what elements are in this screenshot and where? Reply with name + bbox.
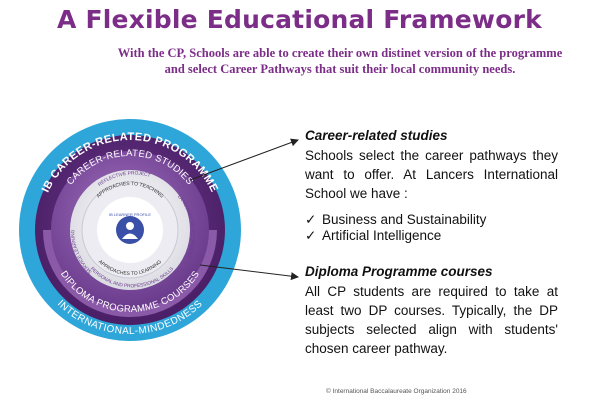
dp-courses-heading: Diploma Programme courses xyxy=(305,264,493,279)
list-item: ✓ Artificial Intelligence xyxy=(305,228,558,244)
learner-profile-label: IB LEARNER PROFILE xyxy=(109,212,151,217)
copyright-notice: © International Baccalaureate Organizati… xyxy=(326,388,467,395)
subtitle-line-1: With the CP, Schools are able to create … xyxy=(117,46,563,60)
subtitle-line-2: and select Career Pathways that suit the… xyxy=(164,62,516,76)
dp-courses-panel: Diploma Programme courses All CP student… xyxy=(305,264,558,358)
page-title: A Flexible Educational Framework xyxy=(57,5,542,34)
pathway-ai: Artificial Intelligence xyxy=(322,228,442,243)
career-studies-panel: Career-related studies Schools select th… xyxy=(305,128,558,244)
subtitle: With the CP, Schools are able to create … xyxy=(90,45,590,77)
career-studies-heading: Career-related studies xyxy=(305,128,448,143)
list-item: ✓ Business and Sustainability xyxy=(305,212,558,228)
dp-courses-text: All CP students are required to take at … xyxy=(305,284,558,356)
cp-framework-diagram: IB CAREER-RELATED PROGRAMME INTERNATIONA… xyxy=(19,119,241,341)
career-pathways-list: ✓ Business and Sustainability ✓ Artificial… xyxy=(305,212,558,244)
check-icon: ✓ xyxy=(305,212,317,227)
learner-head-icon xyxy=(126,222,134,230)
check-icon: ✓ xyxy=(305,228,317,243)
learner-body-icon xyxy=(122,233,138,239)
pathway-business: Business and Sustainability xyxy=(322,212,487,227)
career-studies-text: Schools select the career pathways they … xyxy=(305,148,558,201)
